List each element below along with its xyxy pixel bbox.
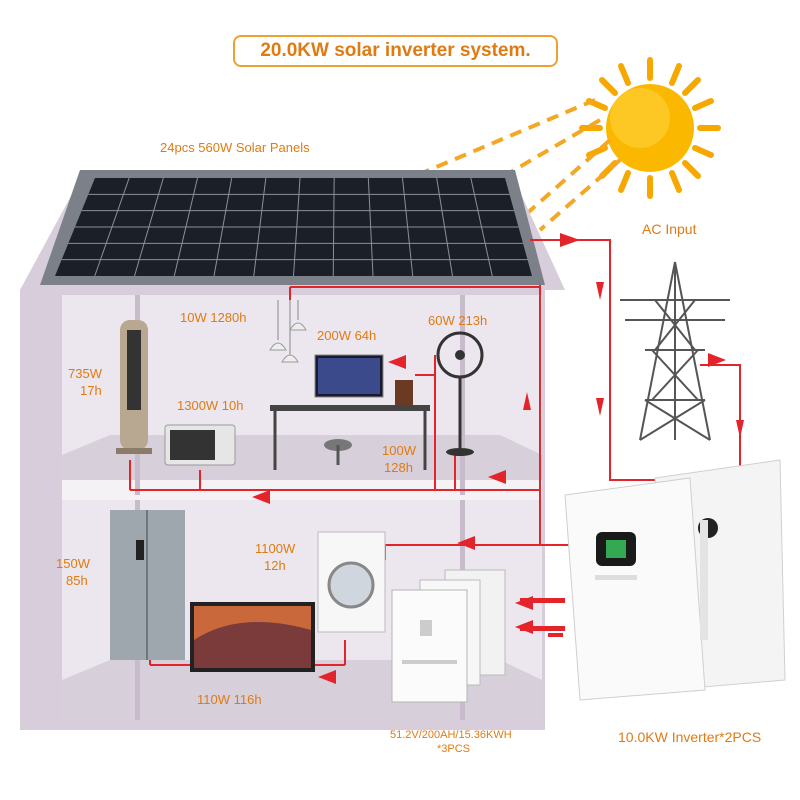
battery-spec-label: 51.2V/200AH/15.36KWH [390, 729, 512, 741]
computer-label: 200W 64h [317, 328, 377, 343]
solar-panel-array [40, 170, 545, 285]
television-icon [190, 602, 315, 672]
inverter-label: 10.0KW Inverter*2PCS [618, 729, 762, 745]
sun-icon [579, 57, 721, 199]
computer-desk-icon [270, 354, 430, 470]
speaker-hours-label: 128h [384, 460, 413, 475]
stand-fan-icon [436, 331, 484, 456]
washing-machine-icon [317, 531, 386, 633]
power-tower-icon [620, 261, 730, 441]
diagram-title: 20.0KW solar inverter system. [233, 35, 558, 67]
fridge-watt-label: 150W [56, 556, 90, 571]
microwave-label: 1300W 10h [177, 398, 244, 413]
lights-label: 10W 1280h [180, 310, 247, 325]
fridge-hours-label: 85h [66, 573, 88, 588]
ac-input-label: AC Input [642, 221, 697, 237]
inverter-unit-front [564, 477, 708, 701]
tower-fan-hours-label: 17h [80, 383, 102, 398]
washer-hours-label: 12h [264, 558, 286, 573]
refrigerator-icon [110, 510, 185, 660]
tower-fan-icon [116, 320, 152, 454]
fan-label: 60W 213h [428, 313, 488, 328]
solar-panels-label: 24pcs 560W Solar Panels [160, 140, 310, 155]
washer-watt-label: 1100W [255, 541, 296, 556]
tower-fan-watt-label: 735W [68, 366, 102, 381]
microwave-icon [164, 424, 236, 466]
tv-label: 110W 116h [197, 692, 262, 707]
battery-qty-label: *3PCS [437, 743, 471, 755]
ceiling-lights-icon [269, 300, 307, 363]
speaker-watt-label: 100W [382, 443, 416, 458]
battery-bank [391, 569, 506, 703]
